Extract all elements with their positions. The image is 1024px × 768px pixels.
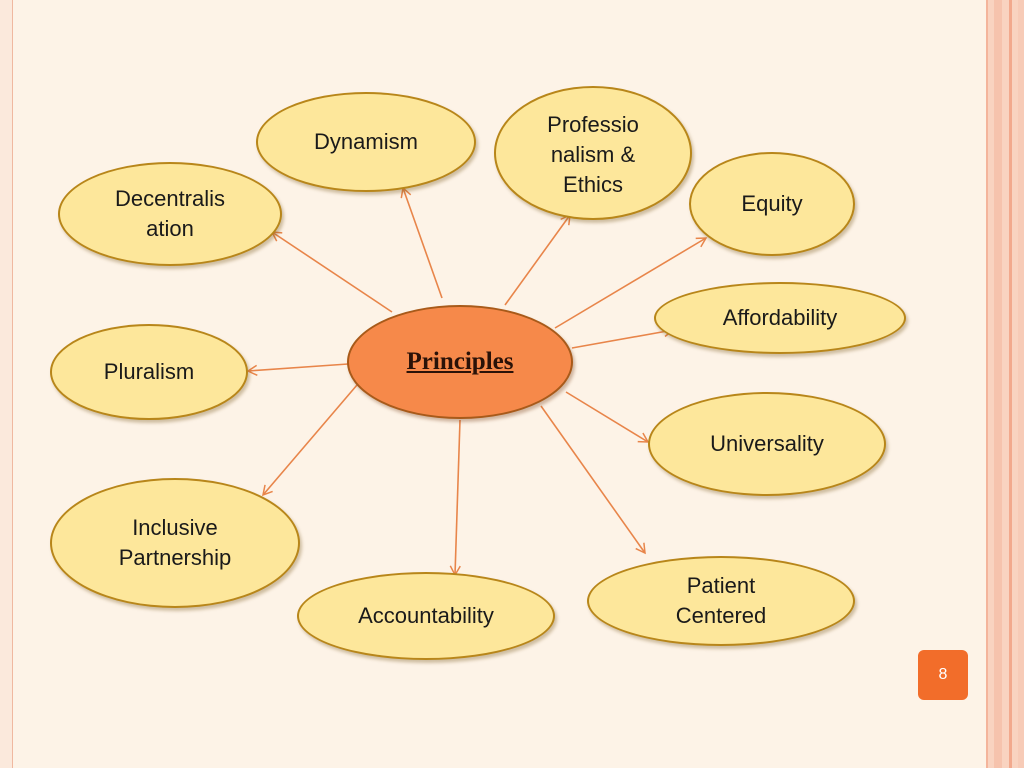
node-universality[interactable]: Universality bbox=[648, 392, 886, 496]
node-decentralisation[interactable]: Decentralis ation bbox=[58, 162, 282, 266]
node-label: Dynamism bbox=[314, 129, 418, 154]
page-number: 8 bbox=[938, 666, 948, 683]
node-equity[interactable]: Equity bbox=[689, 152, 855, 256]
edge-equity bbox=[554, 237, 708, 329]
edge-dynamism bbox=[400, 186, 443, 299]
node-affordability[interactable]: Affordability bbox=[654, 282, 906, 354]
page-number-badge: 8 bbox=[918, 650, 968, 700]
node-inclusive[interactable]: Inclusive Partnership bbox=[50, 478, 300, 608]
right-frame-border bbox=[986, 0, 1024, 768]
node-label: Decentralis ation bbox=[114, 186, 226, 241]
node-label: Professio nalism & Ethics bbox=[547, 112, 639, 197]
edge-universality bbox=[565, 391, 650, 443]
node-pluralism[interactable]: Pluralism bbox=[50, 324, 248, 420]
node-accountability[interactable]: Accountability bbox=[297, 572, 555, 660]
node-label: Universality bbox=[710, 431, 824, 456]
node-dynamism[interactable]: Dynamism bbox=[256, 92, 476, 192]
edge-affordability bbox=[571, 325, 675, 349]
node-label: Equity bbox=[741, 191, 803, 216]
edge-professionalism bbox=[504, 213, 571, 306]
node-label: Affordability bbox=[722, 305, 838, 330]
edge-pluralism bbox=[246, 363, 349, 377]
center-label: Principles bbox=[406, 348, 514, 375]
node-label: Inclusive Partnership bbox=[118, 515, 232, 570]
edge-patient bbox=[540, 405, 646, 555]
node-label: Patient Centered bbox=[675, 573, 767, 628]
node-label: Pluralism bbox=[103, 359, 195, 384]
node-label: Accountability bbox=[358, 603, 494, 628]
edge-decentralisation bbox=[270, 231, 393, 313]
node-professionalism[interactable]: Professio nalism & Ethics bbox=[494, 86, 692, 220]
edge-inclusive bbox=[261, 384, 358, 497]
edge-accountability bbox=[449, 419, 461, 577]
node-patient[interactable]: Patient Centered bbox=[587, 556, 855, 646]
node-principles[interactable]: Principles bbox=[347, 305, 573, 419]
left-frame-border bbox=[0, 0, 13, 768]
